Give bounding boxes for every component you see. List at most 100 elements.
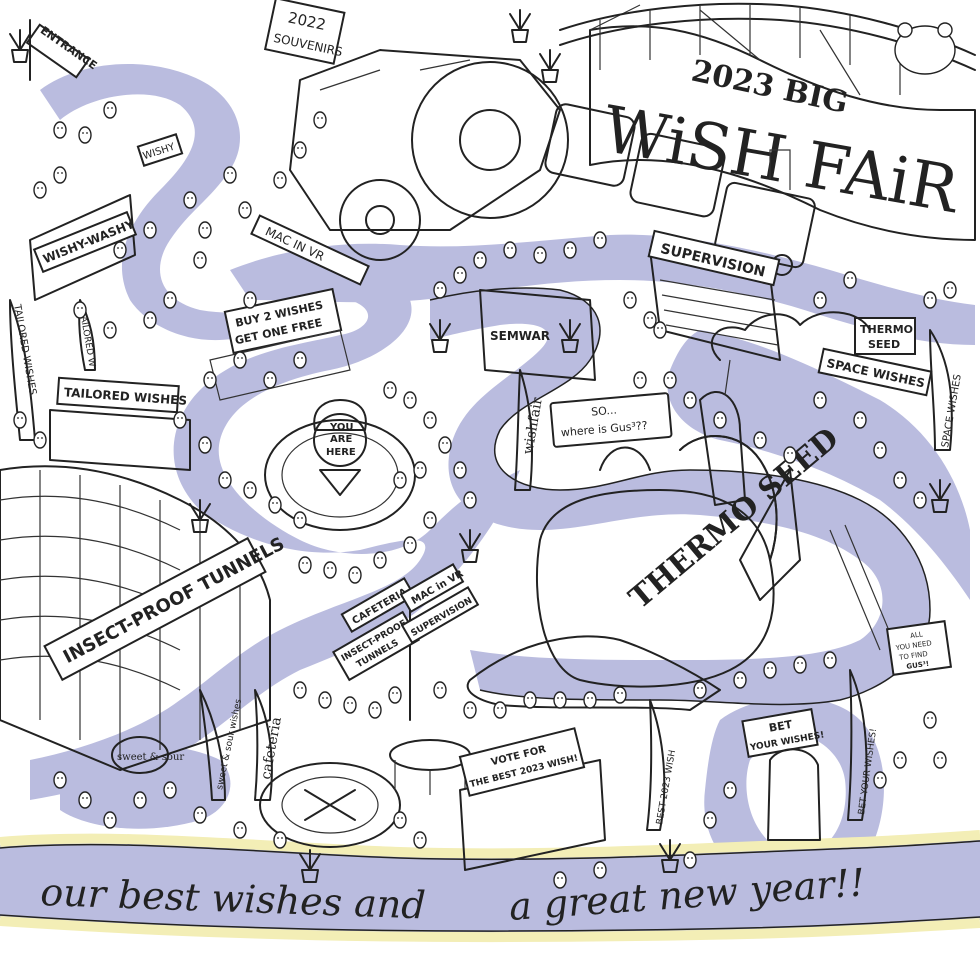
visitor-figure (198, 221, 212, 239)
visitor-figure (763, 661, 777, 679)
visitor-eye (272, 502, 274, 504)
visitor-eye (177, 417, 179, 419)
visitor-figure (873, 771, 887, 789)
visitor-eye (231, 172, 233, 174)
visitor-eye (421, 467, 423, 469)
visitor-eye (721, 417, 723, 419)
visitor-eye (301, 147, 303, 149)
visitor-figure (203, 371, 217, 389)
visitor-figure (563, 241, 577, 259)
visitor-eye (227, 172, 229, 174)
visitor-figure (943, 281, 957, 299)
visitor-figure (433, 281, 447, 299)
visitor-eye (167, 787, 169, 789)
visitor-figure (163, 291, 177, 309)
visitor-eye (727, 787, 729, 789)
visitor-figure (243, 481, 257, 499)
visitor-eye (567, 247, 569, 249)
visitor-eye (381, 557, 383, 559)
visitor-figure (723, 781, 737, 799)
visitor-figure (298, 556, 312, 574)
potted-plant-icon (509, 9, 531, 43)
visitor-figure (663, 371, 677, 389)
visitor-eye (187, 197, 189, 199)
visitor-eye (356, 572, 358, 574)
visitor-eye (86, 797, 88, 799)
visitor-eye (147, 317, 149, 319)
visitor-eye (302, 562, 304, 564)
visitor-eye (297, 517, 299, 519)
visitor-eye (507, 247, 509, 249)
visitor-figure (643, 311, 657, 329)
visitor-figure (273, 831, 287, 849)
visitor-figure (323, 561, 337, 579)
helipad-x-icon (304, 789, 356, 821)
visitor-eye (557, 697, 559, 699)
visitor-eye (431, 517, 433, 519)
visitor-eye (57, 127, 59, 129)
visitor-eye (691, 857, 693, 859)
visitor-eye (651, 317, 653, 319)
visitor-figure (293, 141, 307, 159)
visitor-figure (53, 771, 67, 789)
visitor-eye (202, 227, 204, 229)
visitor-eye (761, 437, 763, 439)
visitor-eye (391, 387, 393, 389)
cafeteria-flag: cafeteria (258, 716, 285, 781)
visitor-figure (103, 101, 117, 119)
visitor-eye (661, 327, 663, 329)
visitor-eye (331, 567, 333, 569)
visitor-eye (921, 497, 923, 499)
visitor-figure (613, 686, 627, 704)
visitor-figure (893, 751, 907, 769)
visitor-eye (411, 397, 413, 399)
visitor-eye (737, 677, 739, 679)
visitor-eye (691, 397, 693, 399)
walkway-s-curve-outline (429, 287, 931, 706)
walkway-footer-edge (0, 830, 980, 859)
visitor-figure (453, 461, 467, 479)
visitor-eye (442, 442, 444, 444)
you-are-here-line3: HERE (326, 447, 356, 458)
visitor-eye (61, 127, 63, 129)
visitor-figure (318, 691, 332, 709)
sweet-sour-table: sweet & sour (117, 752, 184, 763)
visitor-eye (647, 317, 649, 319)
visitor-eye (171, 787, 173, 789)
visitor-figure (423, 511, 437, 529)
visitor-figure (143, 221, 157, 239)
visitor-eye (392, 692, 394, 694)
visitor-figure (653, 321, 667, 339)
you-are-here-line1: YOU (329, 422, 354, 433)
visitor-eye (897, 757, 899, 759)
visitor-eye (667, 377, 669, 379)
visitor-eye (242, 207, 244, 209)
visitor-figure (523, 691, 537, 709)
visitor-eye (597, 867, 599, 869)
visitor-eye (861, 417, 863, 419)
visitor-eye (497, 707, 499, 709)
visitor-eye (181, 417, 183, 419)
visitor-eye (376, 707, 378, 709)
visitor-eye (206, 227, 208, 229)
visitor-eye (301, 357, 303, 359)
visitor-figure (463, 491, 477, 509)
visitor-eye (591, 697, 593, 699)
visitor-eye (201, 812, 203, 814)
potted-plant-icon (9, 29, 31, 63)
visitor-eye (352, 572, 354, 574)
visitor-eye (111, 327, 113, 329)
visitor-eye (301, 687, 303, 689)
visitor-eye (321, 117, 323, 119)
visitor-eye (191, 197, 193, 199)
visitor-eye (86, 132, 88, 134)
visitor-figure (553, 871, 567, 889)
visitor-eye (206, 442, 208, 444)
you-are-here-arrow-icon (319, 469, 361, 496)
visitor-figure (223, 166, 237, 184)
visitor-eye (61, 777, 63, 779)
visitor-eye (711, 817, 713, 819)
visitor-eye (347, 702, 349, 704)
visitor-figure (793, 656, 807, 674)
visitor-eye (687, 857, 689, 859)
